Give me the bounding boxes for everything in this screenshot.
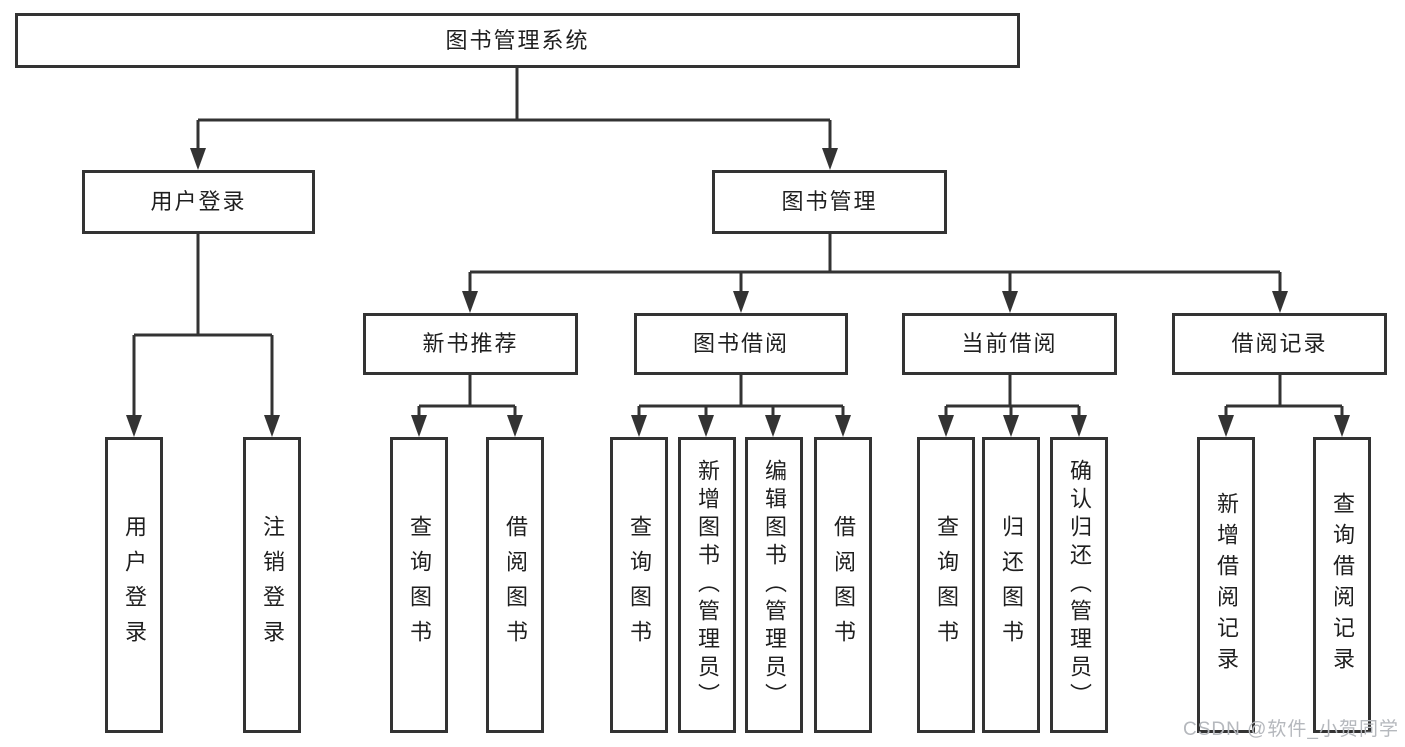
- node-borrow-books-recommend-label: 借阅图书: [503, 515, 528, 655]
- node-add-borrow-record-label: 新增借阅记录: [1214, 492, 1239, 678]
- node-new-book-recommendation-label: 新书推荐: [422, 331, 519, 356]
- node-borrow-books-borrowing-label: 借阅图书: [831, 515, 856, 655]
- node-return-books: 归还图书: [982, 437, 1040, 733]
- node-book-borrowing: 图书借阅: [634, 313, 848, 375]
- node-query-books-borrowing-label: 查询图书: [627, 515, 652, 655]
- node-borrowing-records: 借阅记录: [1172, 313, 1387, 375]
- node-query-books-recommend-label: 查询图书: [407, 515, 432, 655]
- node-user-login: 用户登录: [82, 170, 315, 234]
- node-book-borrowing-label: 图书借阅: [692, 331, 789, 356]
- node-user-login-action: 用户登录: [105, 437, 163, 733]
- node-add-books-admin-label: 新增图书（管理员）: [695, 459, 720, 711]
- node-current-borrowing-label: 当前借阅: [961, 331, 1058, 356]
- node-system-root: 图书管理系统: [15, 13, 1020, 68]
- node-edit-books-admin-label: 编辑图书（管理员）: [762, 459, 787, 711]
- node-system-root-label: 图书管理系统: [445, 27, 590, 53]
- node-user-login-label: 用户登录: [150, 189, 247, 214]
- node-borrow-books-recommend: 借阅图书: [486, 437, 544, 733]
- node-query-borrow-record-label: 查询借阅记录: [1330, 492, 1355, 678]
- csdn-watermark: CSDN @软件_小贺同学: [1183, 719, 1399, 740]
- node-add-borrow-record: 新增借阅记录: [1197, 437, 1255, 733]
- node-query-books-borrowing: 查询图书: [610, 437, 668, 733]
- node-borrow-books-borrowing: 借阅图书: [814, 437, 872, 733]
- node-query-borrow-record: 查询借阅记录: [1313, 437, 1371, 733]
- node-confirm-return-admin: 确认归还（管理员）: [1050, 437, 1108, 733]
- node-current-borrowing: 当前借阅: [902, 313, 1117, 375]
- node-book-management-label: 图书管理: [781, 189, 878, 214]
- node-query-books-recommend: 查询图书: [390, 437, 448, 733]
- node-query-books-current: 查询图书: [917, 437, 975, 733]
- node-user-login-action-label: 用户登录: [122, 515, 147, 655]
- node-return-books-label: 归还图书: [999, 515, 1024, 655]
- node-book-management: 图书管理: [712, 170, 947, 234]
- node-confirm-return-admin-label: 确认归还（管理员）: [1067, 459, 1092, 711]
- node-add-books-admin: 新增图书（管理员）: [678, 437, 736, 733]
- node-logout-action-label: 注销登录: [260, 515, 285, 655]
- node-new-book-recommendation: 新书推荐: [363, 313, 578, 375]
- node-query-books-current-label: 查询图书: [934, 515, 959, 655]
- node-edit-books-admin: 编辑图书（管理员）: [745, 437, 803, 733]
- node-logout-action: 注销登录: [243, 437, 301, 733]
- node-borrowing-records-label: 借阅记录: [1231, 331, 1328, 356]
